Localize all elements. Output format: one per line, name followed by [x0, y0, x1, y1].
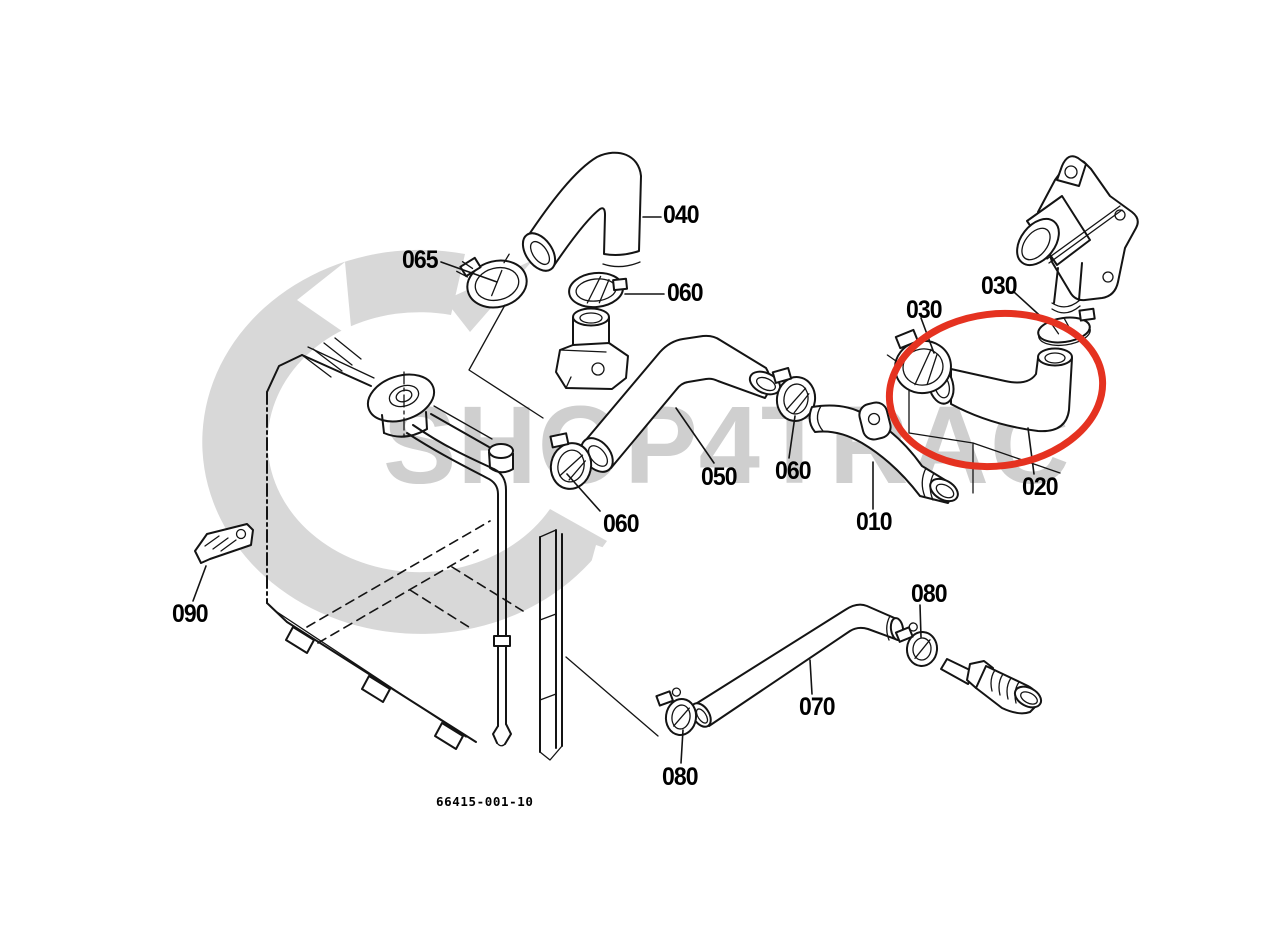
- radiator-drawing: [266, 337, 659, 761]
- callout-050: 050: [701, 463, 738, 491]
- callout-040: 040: [663, 201, 700, 229]
- callout-060-top: 060: [667, 279, 704, 307]
- clamp-065-drawing: [456, 253, 528, 309]
- callout-020: 020: [1022, 473, 1059, 501]
- leader-lines: [192, 216, 1049, 764]
- callout-010: 010: [856, 508, 893, 536]
- callout-090: 090: [172, 600, 209, 628]
- clamp-060-mid-left-drawing: [549, 432, 593, 490]
- water-pump-housing-drawing: [1016, 155, 1139, 314]
- clamp-080-right-drawing: [894, 622, 939, 667]
- callout-070: 070: [799, 693, 836, 721]
- drawing-number: 66415-001-10: [436, 794, 534, 809]
- bracket-090-drawing: [194, 523, 254, 564]
- clamp-060-top-drawing: [568, 271, 629, 309]
- clamp-080-bottom-drawing: [655, 687, 698, 736]
- callout-060-mid-left: 060: [603, 510, 640, 538]
- filler-neck-drawing: [555, 307, 629, 390]
- callout-080-bottom: 080: [662, 763, 699, 791]
- clamp-065-position-line: [468, 304, 544, 419]
- joint-fitting-drawing: [940, 658, 1043, 715]
- hose-040-drawing: [521, 151, 642, 272]
- callout-065: 065: [402, 246, 439, 274]
- clamp-060-mid-right-drawing: [771, 366, 817, 422]
- highlight-ellipse: [885, 309, 1107, 471]
- hose-010-drawing: [808, 401, 959, 504]
- callout-030-left: 030: [906, 296, 943, 324]
- callout-030-upper: 030: [981, 272, 1018, 300]
- hose-070-drawing: [690, 603, 905, 728]
- callout-060-mid-right: 060: [775, 457, 812, 485]
- callout-080-right: 080: [911, 580, 948, 608]
